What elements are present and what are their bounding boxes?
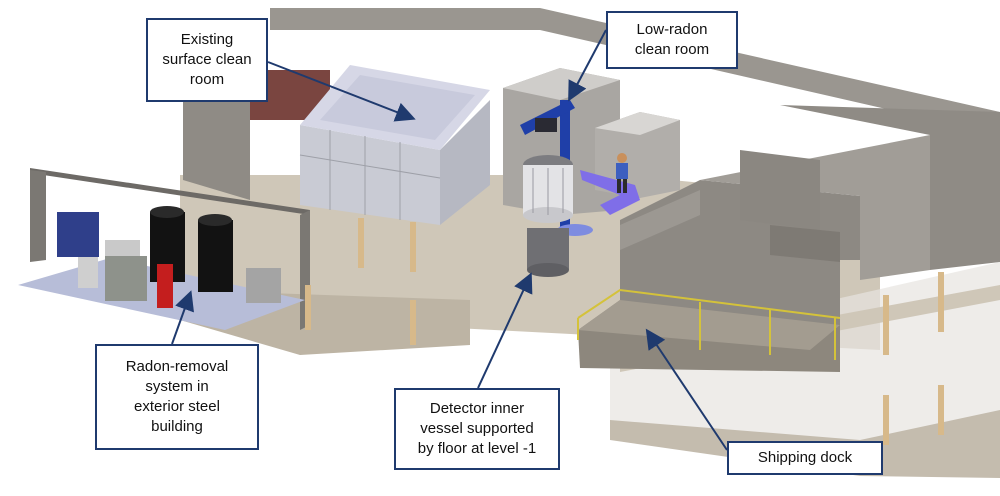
callout-radon-removal-system: Radon-removal system in exterior steel b… xyxy=(95,344,259,450)
arrow-surface-clean-room xyxy=(267,61,416,122)
arrow-radon-removal xyxy=(171,290,194,345)
shipping-dock xyxy=(577,288,841,372)
callout-surface-clean-room: Existing surface clean room xyxy=(146,18,268,102)
callout-detector-inner-vessel: Detector inner vessel supported by floor… xyxy=(394,388,560,470)
callout-low-radon-clean-room: Low-radon clean room xyxy=(606,11,738,69)
crane-and-detector xyxy=(520,100,640,277)
arrow-low-radon-clean-room xyxy=(568,29,607,102)
arrow-detector-vessel xyxy=(477,272,533,389)
support-columns xyxy=(305,218,944,445)
callout-shipping-dock: Shipping dock xyxy=(727,441,883,475)
exterior-steel-building xyxy=(18,168,310,330)
leader-arrows xyxy=(171,29,728,451)
arrow-shipping-dock xyxy=(645,328,728,451)
